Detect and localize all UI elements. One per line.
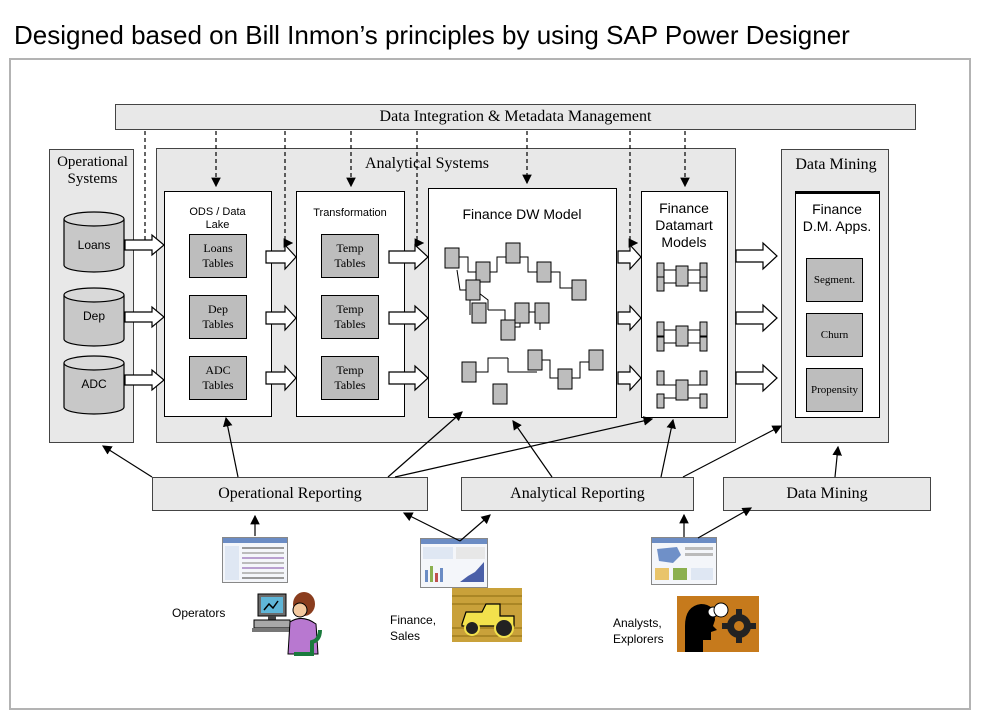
integration-bar-label: Data Integration & Metadata Management xyxy=(379,108,652,125)
operational-reporting-label: Operational Reporting xyxy=(218,485,362,502)
dep-database-icon xyxy=(63,287,125,347)
datamart-label-line2: Datamart xyxy=(655,217,713,233)
thinker-gears-icon xyxy=(677,596,759,652)
data-mining-reporting-bar: Data Mining xyxy=(723,477,931,511)
data-mining-panel-label: Data Mining xyxy=(795,156,877,173)
segment-app: Segment. xyxy=(806,258,863,302)
user-finance-label-line1: Finance, xyxy=(390,613,437,627)
operational-systems-label-line1: Operational xyxy=(57,154,128,170)
operational-reporting-bar: Operational Reporting xyxy=(152,477,428,511)
analytical-report-screenshot-icon xyxy=(420,538,488,588)
adc-database-icon xyxy=(63,355,125,415)
user-analysts-label-line1: Analysts, xyxy=(613,616,662,630)
operational-report-screenshot-icon xyxy=(222,537,288,583)
loans-database-icon xyxy=(63,211,125,273)
integration-bar: Data Integration & Metadata Management xyxy=(115,104,916,130)
finance-datamart-box: Finance Datamart Models xyxy=(641,191,728,418)
data-mining-reporting-label: Data Mining xyxy=(786,485,868,502)
tractor-icon xyxy=(452,588,522,642)
diagram-title: Designed based on Bill Inmon’s principle… xyxy=(14,20,850,50)
user-finance-label-line2: Sales xyxy=(390,629,421,643)
datamart-label-line3: Models xyxy=(661,234,707,250)
user-operators-label: Operators xyxy=(172,606,226,620)
dm-apps-label-line1: Finance xyxy=(812,201,862,217)
operator-at-computer-icon xyxy=(252,592,322,656)
diagram-frame xyxy=(9,58,971,710)
dm-apps-label-line2: D.M. Apps. xyxy=(802,218,872,234)
ods-label-line1: ODS / Data xyxy=(189,206,246,218)
source-dep: Dep xyxy=(82,309,105,323)
datamart-label-line1: Finance xyxy=(659,200,709,216)
source-adc: ADC xyxy=(81,377,107,391)
finance-dw-model-box: Finance DW Model xyxy=(428,188,617,418)
transformation-label: Transformation xyxy=(313,207,387,219)
propensity-app: Propensity xyxy=(806,368,863,412)
user-analysts-label-line2: Explorers xyxy=(613,632,664,646)
analytical-reporting-label: Analytical Reporting xyxy=(510,485,645,502)
churn-app: Churn xyxy=(806,313,863,357)
mining-report-screenshot-icon xyxy=(651,537,717,585)
analytical-reporting-bar: Analytical Reporting xyxy=(461,477,694,511)
finance-dw-model-label: Finance DW Model xyxy=(462,206,582,222)
ods-label-line2: Lake xyxy=(205,218,230,231)
source-loans: Loans xyxy=(77,238,111,252)
analytical-systems-label: Analytical Systems xyxy=(365,155,489,172)
operational-systems-label-line2: Systems xyxy=(67,171,118,188)
